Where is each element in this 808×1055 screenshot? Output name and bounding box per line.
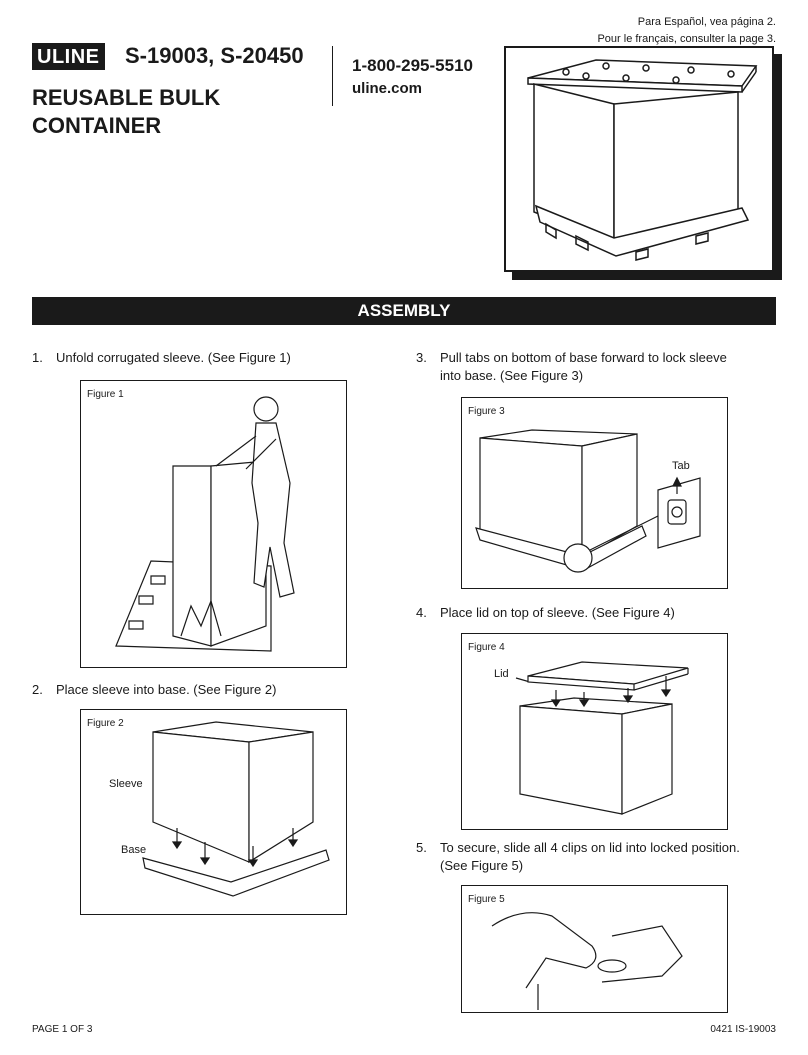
step-text-line-2: into base. (See Figure 3) [440,368,584,383]
figure-2-drawing [142,721,330,897]
step-text: Place sleeve into base. (See Figure 2) [56,682,277,697]
title-line-1: REUSABLE BULK [32,85,221,110]
step-text: Unfold corrugated sleeve. (See Figure 1) [56,350,291,365]
title-line-2: CONTAINER [32,113,162,138]
step-text-line-1: To secure, slide all 4 clips on lid into… [440,840,740,855]
step-3: 3. Pull tabs on bottom of base forward t… [416,349,786,387]
figure-3-drawing [475,429,701,573]
step-1: 1. Unfold corrugated sleeve. (See Figure… [32,349,372,369]
step-number: 5. [416,840,427,855]
step-text: Place lid on top of sleeve. (See Figure … [440,605,675,620]
spanish-note: Para Español, vea página 2. [637,16,776,28]
page-number: PAGE 1 OF 3 [32,1024,93,1035]
base-callout: Base [121,844,147,856]
figure-label: Figure 2 [87,718,124,729]
sleeve-callout: Sleeve [109,778,143,790]
figure-label: Figure 1 [87,389,124,400]
step-number: 4. [416,605,427,620]
figure-5-drawing [491,912,683,1010]
website-link[interactable]: uline.com [352,80,423,97]
container-illustration [504,46,774,272]
step-2: 2. Place sleeve into base. (See Figure 2… [32,681,372,701]
step-5: 5. To secure, slide all 4 clips on lid i… [416,839,796,877]
french-note: Pour le français, consulter la page 3. [597,33,776,45]
document-id: 0421 IS-19003 [710,1024,776,1035]
page-title: REUSABLE BULK CONTAINER [32,84,272,140]
figure-label: Figure 4 [468,642,505,653]
figure-label: Figure 5 [468,894,505,905]
figure-label: Figure 3 [468,406,505,417]
figure-5: Figure 5 [461,885,728,1013]
step-4: 4. Place lid on top of sleeve. (See Figu… [416,604,786,624]
step-number: 1. [32,350,43,365]
step-text-line-2: (See Figure 5) [440,858,524,873]
figure-4-drawing [515,661,689,815]
lid-callout: Lid [494,668,509,680]
uline-logo: ULINE [32,43,105,70]
figure-1-drawing [115,396,295,652]
step-text-line-1: Pull tabs on bottom of base forward to l… [440,350,727,365]
header-divider [332,46,333,106]
figure-3: Figure 3 Tab [461,397,728,589]
assembly-banner: ASSEMBLY [32,297,776,325]
step-number: 3. [416,350,427,365]
step-number: 2. [32,682,43,697]
container-drawing [527,59,758,261]
figure-4: Figure 4 Lid [461,633,728,830]
figure-2: Figure 2 Sleeve Base [80,709,347,915]
tab-callout: Tab [672,460,690,472]
figure-1: Figure 1 [80,380,347,668]
phone-number: 1-800-295-5510 [352,56,473,75]
model-numbers: S-19003, S-20450 [125,43,304,68]
